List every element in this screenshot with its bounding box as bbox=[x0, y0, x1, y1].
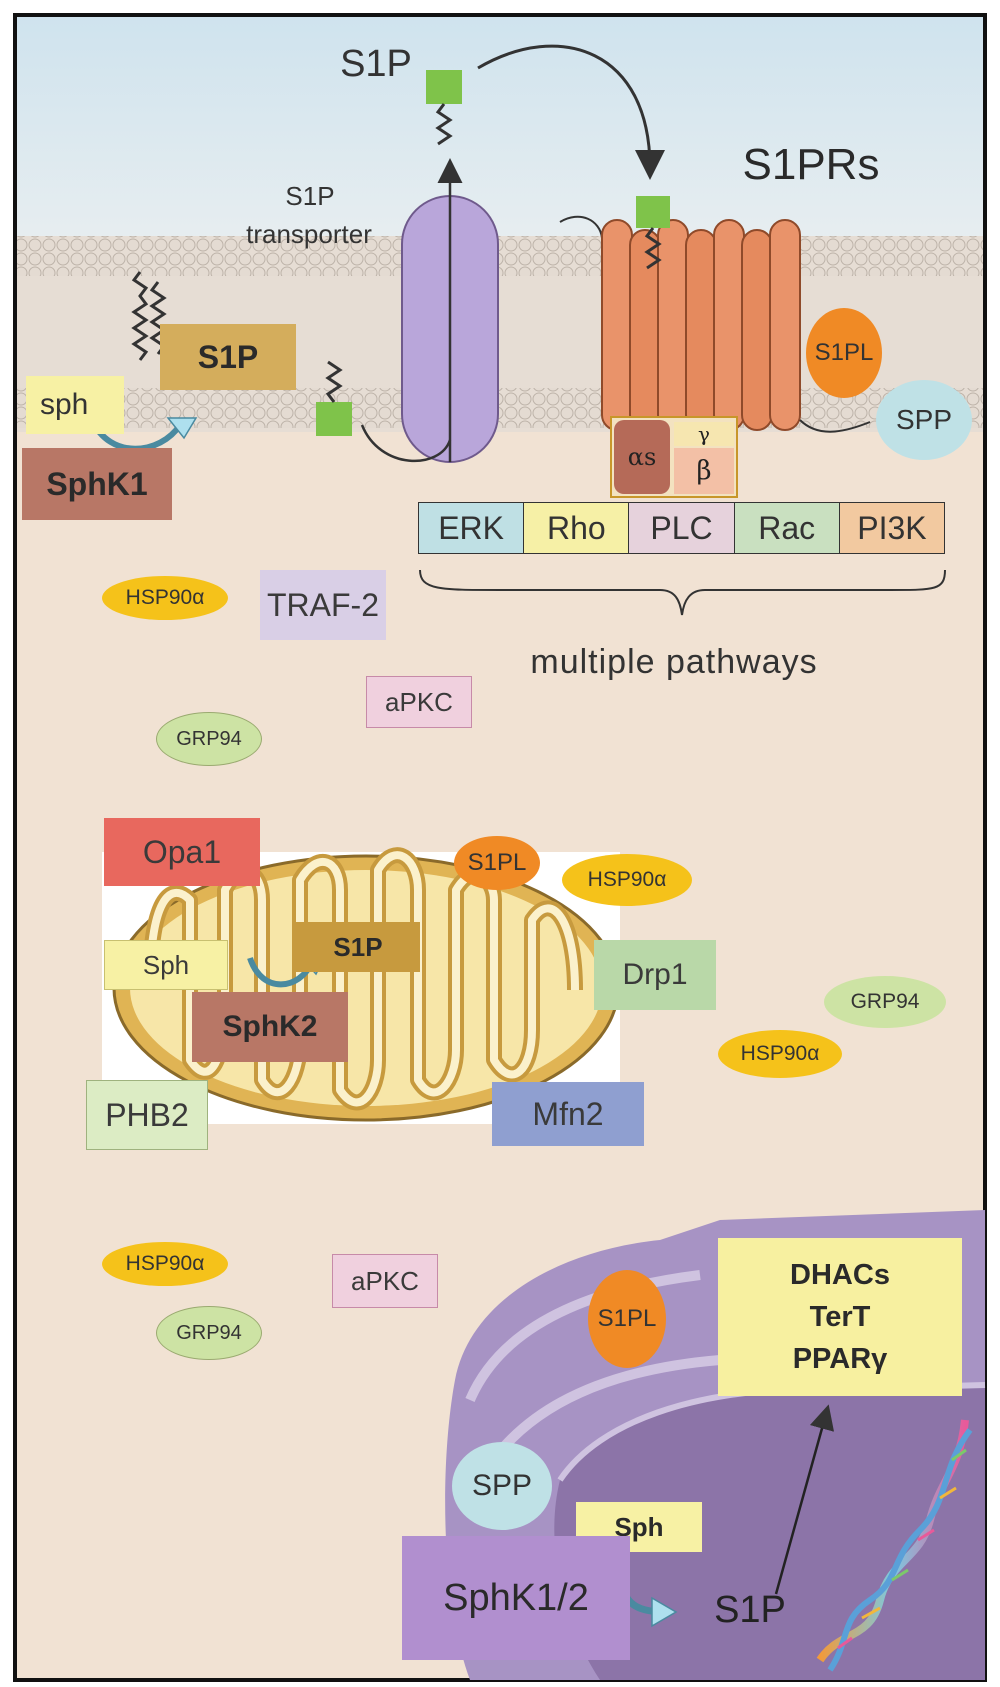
s1prs-title: S1PRs bbox=[742, 140, 880, 189]
receptor-n-terminus bbox=[559, 215, 603, 239]
receptor-bound-s1p-tail bbox=[644, 227, 662, 270]
sphk12-box: SphK1/2 bbox=[402, 1536, 630, 1660]
dna-helix bbox=[816, 1419, 973, 1672]
g-beta-subunit: β bbox=[674, 448, 734, 494]
extracellular-s1p-tail bbox=[435, 103, 453, 146]
drp1-box: Drp1 bbox=[594, 940, 716, 1010]
mito-s1p-box: S1P bbox=[296, 922, 420, 972]
mito-s1pl-oval: S1PL bbox=[454, 836, 540, 890]
s1p-receptor bbox=[559, 215, 871, 433]
nucleus-s1pl-oval: S1PL bbox=[588, 1270, 666, 1368]
g-alpha-subunit: αs bbox=[614, 420, 670, 494]
extracellular-s1p-label: S1P bbox=[340, 42, 412, 85]
pathways-brace bbox=[419, 569, 946, 616]
apkc-box-bottom: aPKC bbox=[332, 1254, 438, 1308]
sphk1-box: SphK1 bbox=[22, 448, 172, 520]
membrane-s1p-square-mid bbox=[316, 402, 352, 436]
mfn2-box: Mfn2 bbox=[492, 1082, 644, 1146]
hsp90a-oval-mito: HSP90α bbox=[562, 854, 692, 906]
membrane-s1p-box: S1P bbox=[160, 324, 296, 390]
target-ppargamma: PPARγ bbox=[792, 1343, 888, 1375]
receptor-helix-4 bbox=[685, 229, 717, 431]
er-lumen-line-1 bbox=[465, 1270, 701, 1402]
extracellular-s1p-square bbox=[426, 70, 462, 104]
pathway-erk: ERK bbox=[419, 503, 525, 553]
membrane-sph-tail-1 bbox=[131, 271, 149, 361]
nuclear-targets-box: DHACs TerT PPARγ bbox=[718, 1238, 962, 1396]
g-protein-complex: αs γ β bbox=[610, 416, 738, 498]
pathway-rac: Rac bbox=[734, 503, 840, 553]
dna-rung-3 bbox=[891, 1568, 909, 1582]
receptor-bound-s1p-square bbox=[636, 196, 670, 228]
s1p-to-receptor-arrow bbox=[477, 44, 665, 180]
transporter-label-line1: S1P bbox=[285, 180, 335, 211]
apkc-box-top: aPKC bbox=[366, 676, 472, 728]
extracellular-space bbox=[17, 17, 983, 249]
traf2-box: TRAF-2 bbox=[260, 570, 386, 640]
sphk12-conversion-arrowhead bbox=[651, 1596, 678, 1628]
nucleus-spp-oval: SPP bbox=[452, 1442, 552, 1530]
pathways-caption: multiple pathways bbox=[530, 642, 818, 681]
nucleus-s1p-label: S1P bbox=[714, 1588, 786, 1631]
transporter-label-line2: transporter bbox=[246, 218, 372, 249]
membrane-s1p-tail-mid bbox=[325, 360, 343, 403]
target-dhacs: DHACs bbox=[790, 1259, 890, 1291]
g-gamma-subunit: γ bbox=[674, 422, 734, 446]
sphk2-box: SphK2 bbox=[192, 992, 348, 1062]
pathway-rho: Rho bbox=[524, 503, 630, 553]
membrane-sph-tail-2 bbox=[149, 281, 167, 355]
receptor-helix-1 bbox=[601, 219, 633, 431]
phb2-box: PHB2 bbox=[86, 1080, 208, 1150]
transporter-curved-arrow bbox=[360, 424, 452, 463]
pathway-pi3k: PI3K bbox=[839, 503, 945, 553]
receptor-helix-2 bbox=[629, 229, 661, 431]
pathway-plc: PLC bbox=[629, 503, 735, 553]
hsp90a-oval-top: HSP90α bbox=[102, 576, 228, 620]
dna-rung-5 bbox=[939, 1486, 957, 1500]
hsp90a-oval-bottom: HSP90α bbox=[102, 1242, 228, 1286]
membrane-sph-box: sph bbox=[26, 376, 124, 434]
dna-rung-4 bbox=[917, 1528, 935, 1542]
grp94-oval-right: GRP94 bbox=[824, 976, 946, 1028]
membrane-outer-heads bbox=[17, 236, 983, 276]
receptor-c-terminus bbox=[799, 419, 871, 433]
s1p-to-targets-arrow bbox=[774, 1404, 835, 1595]
dna-rung-1 bbox=[837, 1636, 853, 1650]
hsp90a-oval-right: HSP90α bbox=[718, 1030, 842, 1078]
dna-rung-6 bbox=[951, 1448, 967, 1462]
mito-sph-box: Sph bbox=[104, 940, 228, 990]
signaling-pathways-bar: ERK Rho PLC Rac PI3K bbox=[418, 502, 945, 554]
membrane-spp-oval: SPP bbox=[876, 380, 972, 460]
sphk1-conversion-arrowhead bbox=[166, 417, 198, 440]
target-tert: TerT bbox=[809, 1301, 871, 1333]
grp94-oval-top: GRP94 bbox=[156, 712, 262, 766]
dna-rung-2 bbox=[861, 1606, 881, 1620]
receptor-helix-3 bbox=[657, 219, 689, 431]
membrane-s1pl-oval: S1PL bbox=[806, 308, 882, 398]
receptor-helix-7 bbox=[769, 219, 801, 431]
grp94-oval-bottom: GRP94 bbox=[156, 1306, 262, 1360]
receptor-helix-5 bbox=[713, 219, 745, 431]
dna-strand-2 bbox=[827, 1428, 973, 1672]
receptor-helix-6 bbox=[741, 229, 773, 431]
opa1-box: Opa1 bbox=[104, 818, 260, 886]
